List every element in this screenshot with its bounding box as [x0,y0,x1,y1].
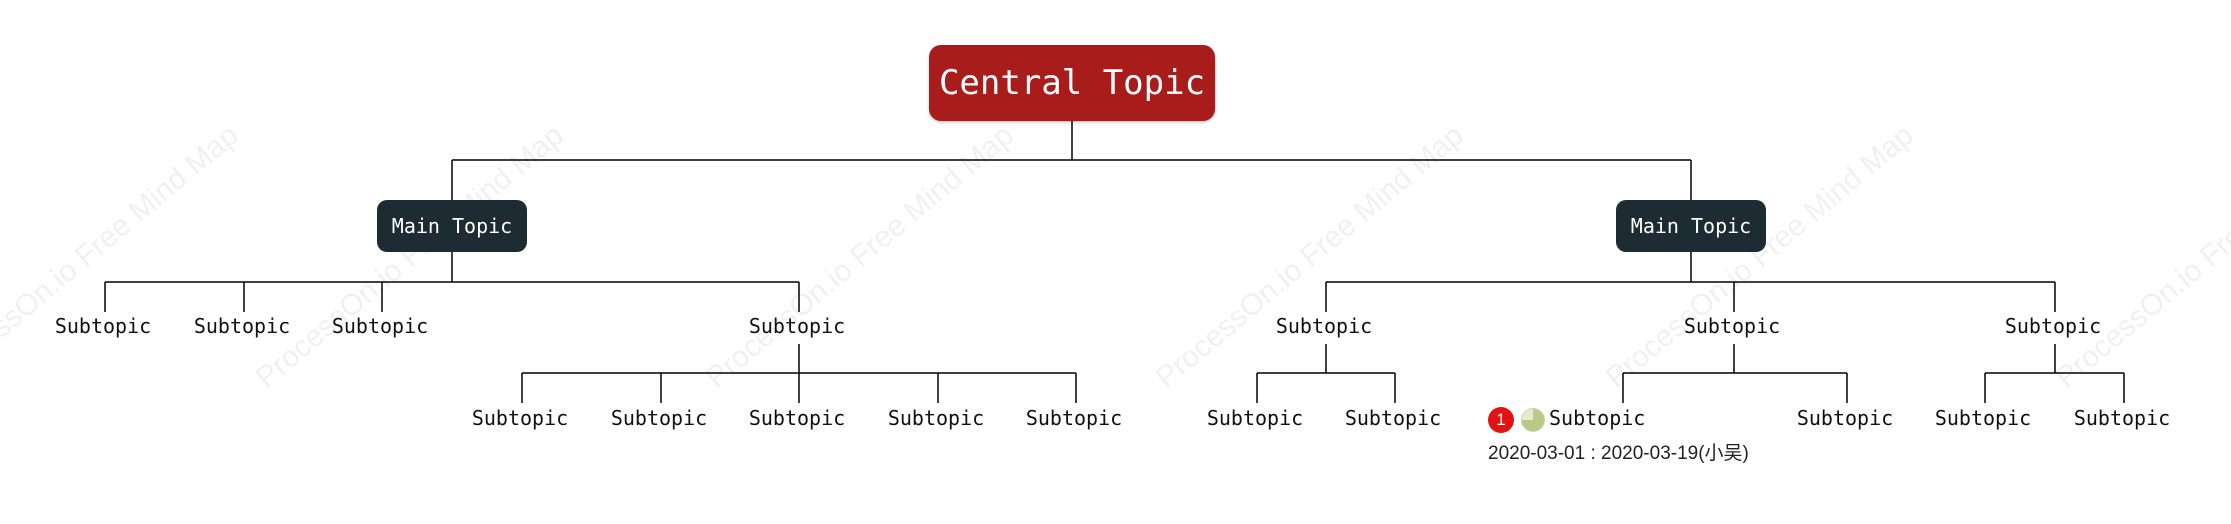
subtopic-right-1-child-2[interactable]: Subtopic [1344,406,1442,430]
subtopic-right-1-child-1[interactable]: Subtopic [1206,406,1304,430]
subtopic-right-2[interactable]: Subtopic [1683,314,1781,338]
subtopic-left-4-child-1[interactable]: Subtopic [471,406,569,430]
subtopic-left-1[interactable]: Subtopic [54,314,152,338]
subtopic-right-2-child-1[interactable]: Subtopic [1549,406,1646,430]
task-date-range: 2020-03-01 : 2020-03-19(小吴) [1488,443,1749,464]
subtopic-left-3[interactable]: Subtopic [331,314,429,338]
subtopic-right-1[interactable]: Subtopic [1275,314,1373,338]
subtopic-right-3[interactable]: Subtopic [2004,314,2102,338]
subtopic-right-3-child-1[interactable]: Subtopic [1934,406,2032,430]
main-topic-right[interactable]: Main Topic [1616,200,1766,252]
subtopic-left-4-child-4[interactable]: Subtopic [887,406,985,430]
subtopic-left-4-child-5[interactable]: Subtopic [1025,406,1123,430]
subtopic-left-4[interactable]: Subtopic [748,314,846,338]
progress-pie-icon [1521,408,1545,432]
subtopic-left-2[interactable]: Subtopic [193,314,291,338]
priority-1-icon: 1 [1488,407,1514,433]
subtopic-left-4-child-2[interactable]: Subtopic [610,406,708,430]
subtopic-left-4-child-3[interactable]: Subtopic [748,406,846,430]
central-topic[interactable]: Central Topic [929,45,1215,121]
subtopic-right-2-child-2[interactable]: Subtopic [1796,406,1894,430]
main-topic-left[interactable]: Main Topic [377,200,527,252]
subtopic-right-3-child-2[interactable]: Subtopic [2073,406,2171,430]
